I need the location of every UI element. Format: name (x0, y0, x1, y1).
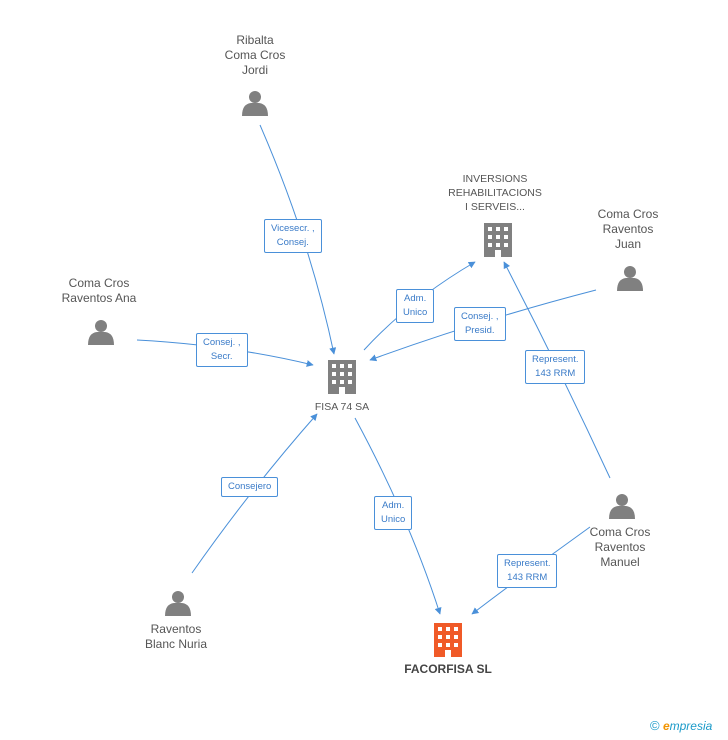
brand-logo[interactable]: © empresia (650, 718, 712, 733)
edge-label-nuria-fisa: Consejero (221, 477, 279, 497)
node-label-manuel[interactable]: Coma Cros Raventos Manuel (589, 525, 651, 569)
brand-name: mpresia (669, 719, 713, 733)
brand-e: e (662, 719, 670, 733)
copyright-symbol: © (650, 718, 660, 733)
building-icon-inversions[interactable] (484, 223, 512, 257)
node-label-facorfisa[interactable]: FACORFISA SL (404, 662, 492, 676)
node-label-nuria[interactable]: Raventos Blanc Nuria (144, 622, 208, 651)
edge-label-fisa-inversions: Adm. Unico (396, 289, 435, 323)
edge-label-juan-fisa: Consej. , Presid. (454, 307, 506, 341)
building-icon-facorfisa[interactable] (434, 623, 462, 657)
node-label-ana[interactable]: Coma Cros Raventos Ana (61, 276, 137, 305)
edge-label-fisa-facorfisa: Adm. Unico (374, 496, 413, 530)
node-label-inversions[interactable]: INVERSIONS REHABILITACIONS I SERVEIS... (448, 173, 542, 213)
edge-label-ribalta-fisa: Vicesecr. , Consej. (264, 219, 322, 253)
person-icon-ribalta[interactable] (242, 91, 268, 116)
person-icon-juan[interactable] (617, 266, 643, 291)
node-label-fisa[interactable]: FISA 74 SA (314, 401, 370, 413)
person-icon-manuel[interactable] (609, 494, 635, 519)
edge-label-ana-fisa: Consej. , Secr. (196, 333, 248, 367)
edge-label-manuel-facorfisa: Represent. 143 RRM (497, 554, 558, 588)
node-label-ribalta[interactable]: Ribalta Coma Cros Jordi (224, 33, 286, 77)
building-icon-fisa[interactable] (328, 360, 356, 394)
edge-label-manuel-inversions: Represent. 143 RRM (525, 350, 586, 384)
node-label-juan[interactable]: Coma Cros Raventos Juan (597, 207, 659, 251)
person-icon-ana[interactable] (88, 320, 114, 345)
person-icon-nuria[interactable] (165, 591, 191, 616)
